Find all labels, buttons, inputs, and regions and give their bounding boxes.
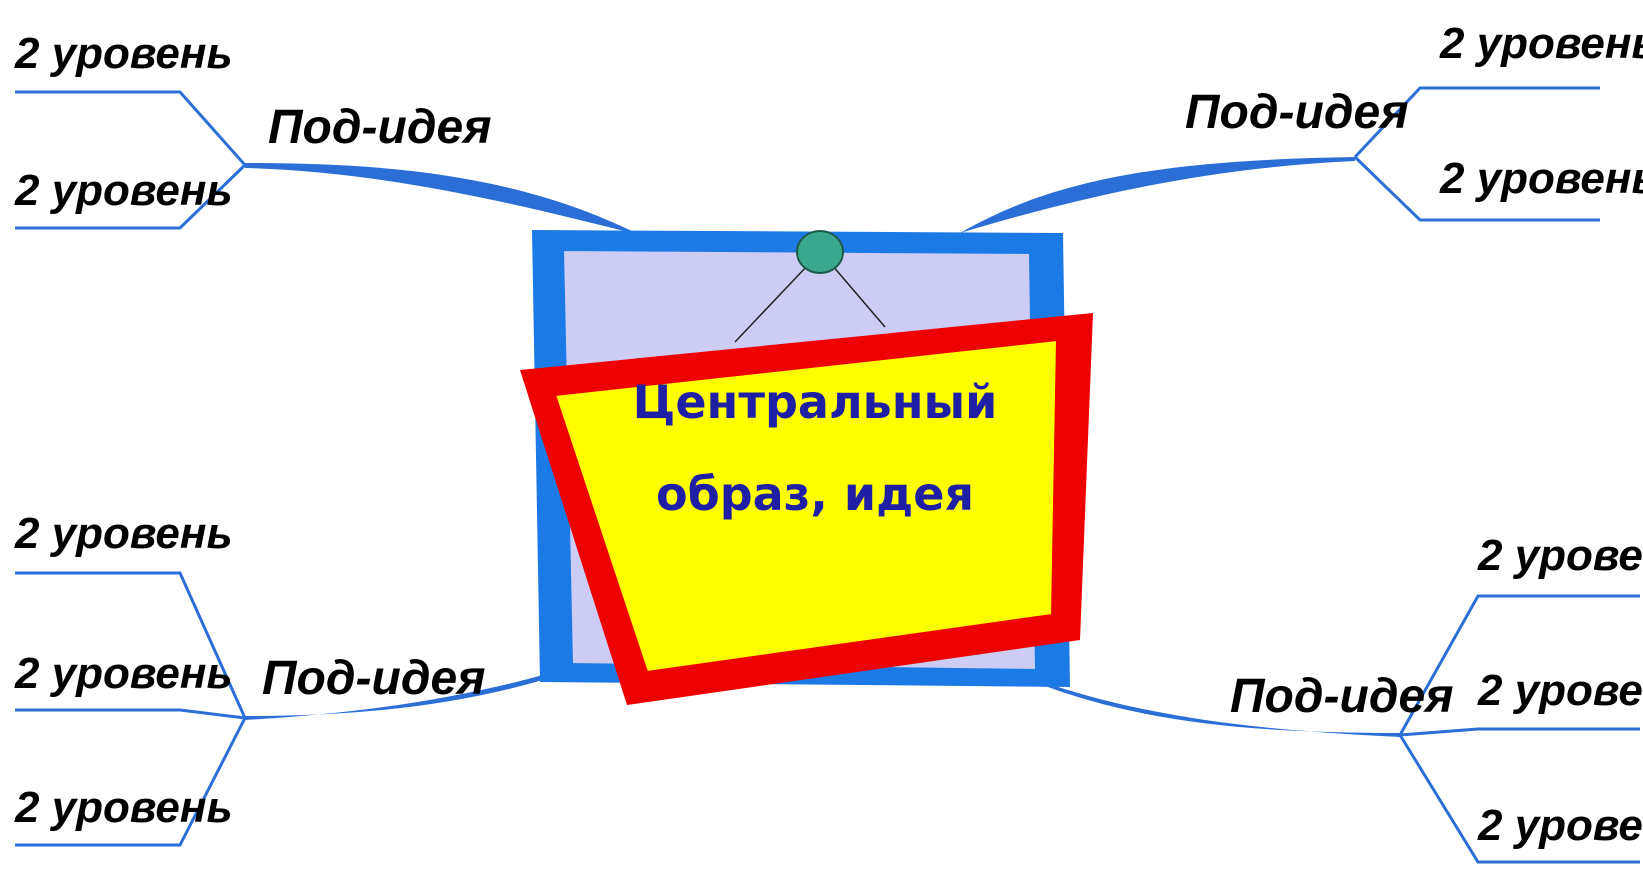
- line-br-3: [1398, 734, 1640, 864]
- line-br-1: [1398, 594, 1640, 736]
- connector-bottom-right: [975, 655, 1400, 737]
- line-tl-1: [15, 90, 247, 166]
- line-tr-2: [1353, 155, 1600, 222]
- line-br-2: [1399, 727, 1640, 737]
- hanging-string-left: [734, 264, 809, 343]
- level2-label-tl-2: 2 уровень: [14, 166, 233, 215]
- line-tl-2: [15, 163, 247, 230]
- line-bl-2: [15, 708, 246, 720]
- level2-label-bl-2: 2 уровень: [14, 649, 233, 698]
- central-node: Центральный образ, идея: [520, 230, 1093, 705]
- sub-idea-bottom-left: Под-идея: [262, 652, 485, 705]
- sub-idea-bottom-right: Под-идея: [1230, 670, 1453, 723]
- level2-label-br-1: 2 уровень: [1477, 531, 1643, 580]
- sub-idea-top-right: Под-идея: [1185, 86, 1408, 139]
- connector-top-left: [245, 163, 640, 235]
- level2-label-bl-3: 2 уровень: [14, 783, 233, 832]
- line-tr-1: [1353, 86, 1600, 159]
- connector-top-right: [960, 157, 1355, 233]
- level2-label-br-3: 2 уровень: [1477, 801, 1643, 850]
- hanging-string-right: [831, 264, 886, 328]
- sub-ideas: Под-идея Под-идея Под-идея Под-идея: [262, 86, 1453, 723]
- level2-lines: [15, 86, 1640, 864]
- sub-idea-top-left: Под-идея: [268, 101, 491, 154]
- line-bl-3: [15, 717, 247, 847]
- level2-label-tr-1: 2 уровень: [1439, 19, 1643, 68]
- level2-labels: 2 уровень 2 уровень 2 уровень 2 уровень …: [14, 19, 1643, 850]
- level2-label-bl-1: 2 уровень: [14, 509, 233, 558]
- main-connectors: [245, 157, 1400, 737]
- level2-label-br-2: 2 уровень: [1477, 666, 1643, 715]
- line-bl-1: [15, 571, 247, 719]
- level2-label-tl-1: 2 уровень: [14, 29, 233, 78]
- central-title-line2: образ, идея: [656, 467, 974, 521]
- pin-icon: [796, 230, 844, 274]
- sign-yellow-panel: [553, 338, 1059, 674]
- level2-label-tr-2: 2 уровень: [1439, 154, 1643, 203]
- central-title-line1: Центральный: [633, 375, 998, 429]
